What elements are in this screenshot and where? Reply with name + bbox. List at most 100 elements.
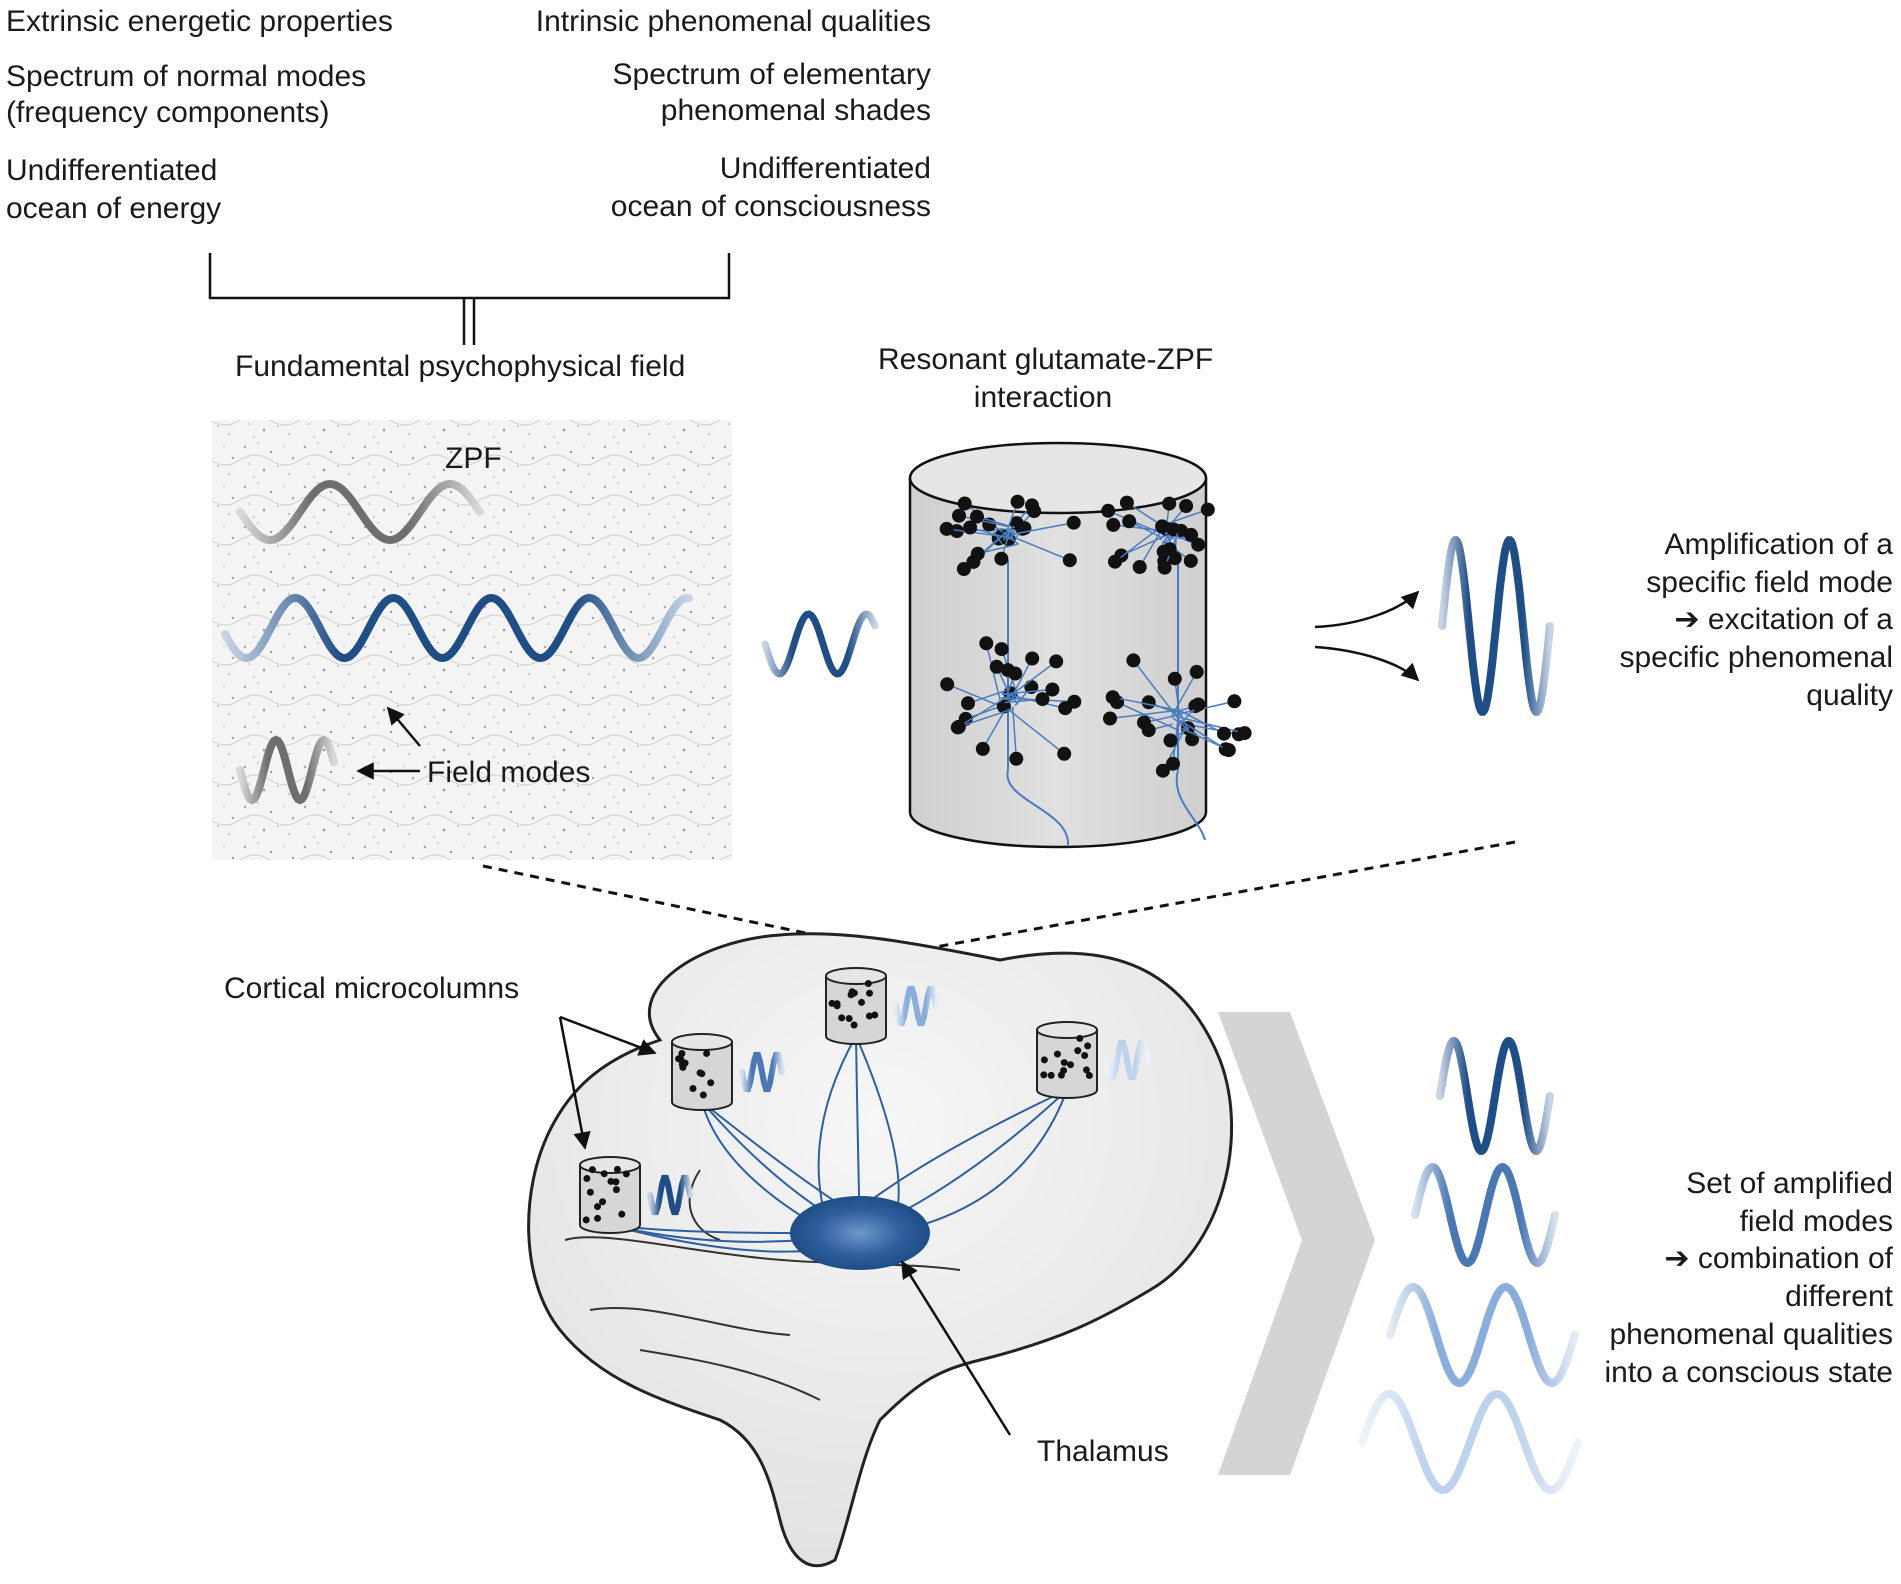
dendrite [957,689,1018,729]
mini-neuron-dot [845,1014,853,1022]
neuron-dot [1227,694,1242,709]
mini-neuron-dot [588,1166,596,1174]
neuron-dot [1184,527,1199,542]
neuron-dot [994,551,1009,566]
mini-neuron-dot [618,1210,626,1218]
dendrite [1132,659,1188,731]
combination-line4: different [1785,1280,1893,1313]
neuron-dot [1155,763,1170,778]
neuron-dot [940,677,955,692]
neuron-dot [1179,499,1194,513]
amplification-line4: specific phenomenal [1619,641,1893,674]
neuron-dot [1035,692,1050,707]
neuron-dot [1132,560,1147,574]
mini-wave [739,1051,785,1093]
neuron-dot [939,521,954,536]
neuron-dot [1217,726,1231,741]
mini-neuron-dot [1085,1072,1093,1080]
combination-line2: field modes [1739,1205,1893,1238]
dendrite [1176,715,1245,734]
microcolumns-arrow-2 [558,1016,591,1150]
neuron-dot [1101,503,1116,518]
mini-neuron-dot [679,1063,687,1071]
resonance-label-line2: interaction [973,381,1113,414]
cortical-microcolumns-label: Cortical microcolumns [224,972,520,1005]
field-modes-label: Field modes [427,756,591,789]
mini-neuron-dot [696,1069,704,1077]
neuron-dot [1221,743,1236,758]
field-bracket [208,253,731,345]
zpf-label: ZPF [445,442,502,475]
mini-neuron-dot [1053,1050,1061,1058]
neuron-dot [1162,542,1177,557]
brain [527,932,1233,1568]
neuron-dot [1237,726,1252,741]
neuron-dot [1183,553,1198,568]
mini-neuron-dot [1081,1052,1089,1060]
mini-neuron-dot [833,1000,841,1008]
thalamus-body [790,1196,930,1270]
mini-neuron-dot [1082,1066,1090,1074]
zpf-wave-grey-short [236,735,338,805]
ocean-of-energy-label: ocean of energy [6,192,222,225]
mini-neuron-dot [858,998,866,1006]
dendrite [1114,525,1163,563]
ocean-of-consciousness-label: ocean of consciousness [610,190,931,223]
resonance-label-line1: Resonant glutamate-ZPF [878,343,1214,376]
amplification-line1: Amplification of a [1664,528,1893,561]
neuron-dot [1189,664,1204,679]
mini-neuron-dot [600,1170,608,1178]
amplification-arrows [1314,590,1420,682]
dendrite [1014,537,1071,561]
amplification-line5: quality [1806,679,1893,712]
mini-neuron-dot [1066,1061,1074,1069]
mini-neuron-dot [1057,1071,1065,1079]
mini-neuron-dot [871,1011,879,1019]
neuron-dot [1066,515,1081,530]
neuron-dot [961,696,975,711]
mini-neuron-dot [613,1165,621,1173]
mini-neuron-dot [622,1170,630,1178]
dendrite [1171,671,1198,717]
neuron-dot [970,546,985,561]
mini-neuron-dot [866,989,874,997]
neuron-dot [979,636,994,651]
combination-line1: Set of amplified [1686,1167,1893,1200]
mini-neuron-dot [707,1079,715,1087]
mini-microcolumn [671,1033,785,1111]
extrinsic-properties-label: Extrinsic energetic properties [6,5,393,38]
neuron-dot [989,659,1004,674]
neuron-dot [1191,697,1206,712]
mini-neuron-dot [582,1216,590,1224]
neuron-dot [975,741,990,756]
dendrite [1001,688,1053,695]
mini-neuron-dot [1076,1034,1084,1042]
intrinsic-qualities-label: Intrinsic phenomenal qualities [535,5,931,38]
mini-neuron-dot [1040,1071,1048,1079]
neuron-dot [1141,695,1156,710]
neuron-dot [1058,701,1073,716]
mini-neuron-dot [599,1198,607,1206]
neuron-dot [1103,711,1117,726]
mini-neuron-dot [1074,1047,1082,1055]
neuron-dot [1119,495,1134,510]
mini-neuron-dot [699,1091,707,1099]
neuron-dot [1106,517,1121,532]
mini-neuron-dot [850,1021,858,1029]
normal-modes-label: Spectrum of normal modes [6,60,367,93]
neuron-dot [957,496,972,511]
zpf-wave-blue [221,593,693,663]
set-wave-1 [1436,1037,1554,1155]
neuron-dot [1027,504,1042,519]
neuron-dot [1108,554,1122,569]
zpf-field [212,420,732,860]
thalamus-arrow [900,1260,1012,1436]
mini-wave [1104,1039,1150,1081]
neuron-dot [1166,522,1181,537]
frequency-components-label: (frequency components) [6,96,330,129]
field-modes-arrow-upper [386,706,421,747]
mini-neuron-dot [583,1174,591,1182]
neuron-dot [1009,751,1024,766]
zpf-wave-grey-long [236,479,484,545]
